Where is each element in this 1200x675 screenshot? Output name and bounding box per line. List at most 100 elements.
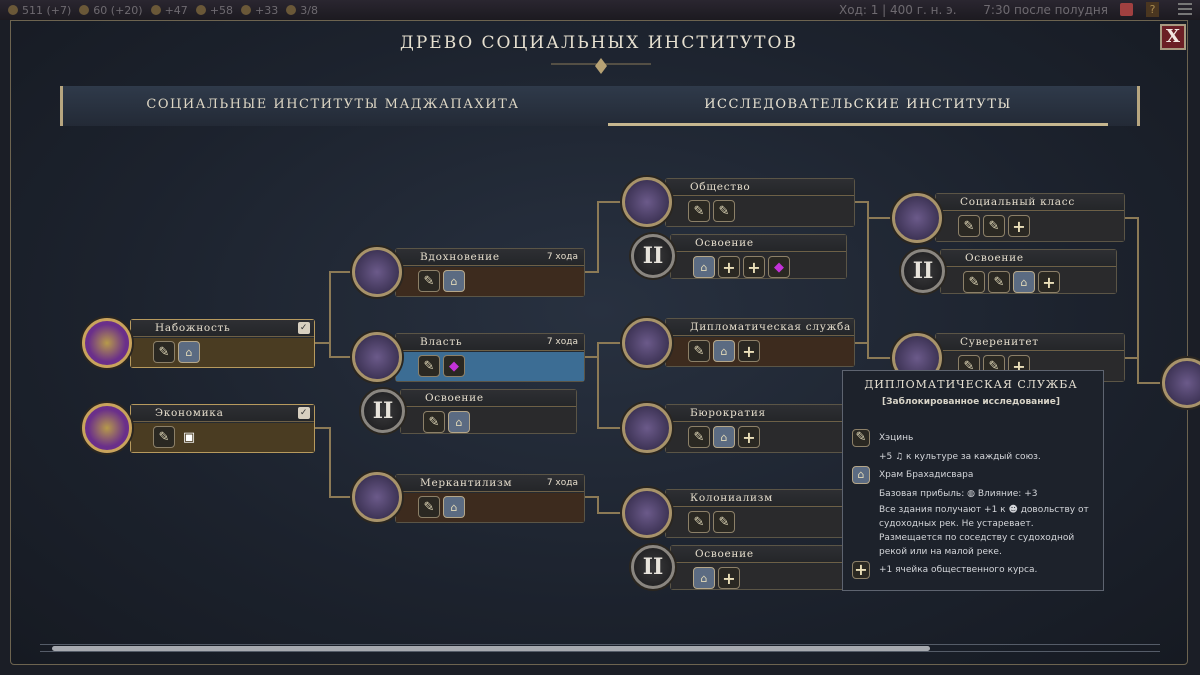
building-icon[interactable]: ⌂	[443, 496, 465, 518]
building-icon[interactable]: ⌂	[693, 256, 715, 278]
quill-icon[interactable]: ✎	[688, 426, 710, 448]
quill-icon[interactable]: ✎	[963, 271, 985, 293]
node-header: Суверенитет	[936, 334, 1124, 351]
building-icon[interactable]: ⌂	[178, 341, 200, 363]
quill-icon[interactable]: ✎	[688, 340, 710, 362]
node-card[interactable]: Освоение⌂+	[670, 545, 847, 590]
building-icon[interactable]: ⌂	[713, 426, 735, 448]
menu-icon[interactable]	[1178, 3, 1192, 15]
node-card[interactable]: Социальный класс✎✎+	[935, 193, 1125, 242]
quill-icon[interactable]: ✎	[153, 341, 175, 363]
quill-icon[interactable]: ✎	[688, 200, 710, 222]
node-rewards: ✎⌂	[396, 493, 584, 522]
node-emblem-icon[interactable]	[352, 247, 402, 297]
horizontal-scrollbar[interactable]	[40, 644, 1160, 652]
resource-value: +58	[209, 3, 234, 17]
treasury-icon[interactable]: ▣	[182, 429, 196, 445]
node-emblem-icon[interactable]	[622, 177, 672, 227]
resource-value: +47	[164, 3, 188, 17]
plus-icon[interactable]: +	[718, 567, 740, 589]
node-rewards: ✎✎	[666, 508, 854, 537]
building-icon[interactable]: ⌂	[443, 270, 465, 292]
node-card[interactable]: Освоение ✎⌂	[400, 389, 577, 434]
quill-icon[interactable]: ✎	[153, 426, 175, 448]
plus-icon[interactable]: +	[718, 256, 740, 278]
node-emblem-icon[interactable]	[622, 403, 672, 453]
node-title: Меркантилизм	[420, 477, 513, 489]
tooltip-row-text: +1 ячейка общественного курса.	[879, 565, 1038, 575]
quill-icon[interactable]: ✎	[713, 200, 735, 222]
turn-label: Ход: 1 | 400 г. н. э.	[839, 3, 957, 17]
node-turns: 7 хода	[546, 478, 578, 488]
quill-icon[interactable]: ✎	[423, 411, 445, 433]
node-rewards: ✎✎⌂+	[941, 268, 1116, 293]
node-header: Колониализм	[666, 490, 854, 507]
node-card[interactable]: Освоение⌂++◆	[670, 234, 847, 279]
building-icon[interactable]: ⌂	[1013, 271, 1035, 293]
node-rewards: ✎✎+	[936, 212, 1124, 241]
node-emblem-icon[interactable]	[352, 332, 402, 382]
tab-research-institutions[interactable]: ИССЛЕДОВАТЕЛЬСКИЕ ИНСТИТУТЫ	[608, 86, 1108, 126]
node-emblem-icon[interactable]	[352, 472, 402, 522]
close-button[interactable]: X	[1160, 24, 1186, 50]
quill-icon: ✎	[852, 429, 870, 447]
node-emblem-icon[interactable]	[892, 193, 942, 243]
checkmark-icon: ✓	[298, 322, 310, 334]
node-emblem-icon[interactable]	[82, 403, 132, 453]
node-card[interactable]: Дипломатическая служба✎⌂+	[665, 318, 855, 367]
node-card[interactable]: Экономика✓✎▣	[130, 404, 315, 453]
node-header: Бюрократия	[666, 405, 854, 422]
plus-icon[interactable]: +	[1008, 215, 1030, 237]
node-card[interactable]: Набожность✓ ✎⌂	[130, 319, 315, 368]
quill-icon[interactable]: ✎	[418, 270, 440, 292]
node-rewards: ✎✎	[666, 197, 854, 226]
plus-icon[interactable]: +	[738, 340, 760, 362]
node-header: Освоение	[671, 546, 846, 563]
building-icon[interactable]: ⌂	[448, 411, 470, 433]
quill-icon[interactable]: ✎	[418, 496, 440, 518]
quill-icon[interactable]: ✎	[983, 215, 1005, 237]
gem-icon[interactable]: ◆	[768, 256, 790, 278]
resource-gold: 511 (+7)	[8, 4, 71, 17]
resource-value: +33	[255, 3, 279, 17]
node-card[interactable]: Колониализм ✎✎	[665, 489, 855, 538]
quill-icon[interactable]: ✎	[958, 215, 980, 237]
quill-icon[interactable]: ✎	[713, 511, 735, 533]
node-header: Набожность✓	[131, 320, 314, 337]
quill-icon[interactable]: ✎	[418, 355, 440, 377]
node-emblem-icon[interactable]	[622, 318, 672, 368]
building-icon[interactable]: ⌂	[693, 567, 715, 589]
node-card[interactable]: Освоение✎✎⌂+	[940, 249, 1117, 294]
node-card[interactable]: Бюрократия ✎⌂+	[665, 404, 855, 453]
plus-icon[interactable]: +	[738, 426, 760, 448]
node-rewards: ⌂+	[671, 564, 846, 589]
node-title: Освоение	[695, 237, 754, 249]
building-icon[interactable]: ⌂	[713, 340, 735, 362]
node-title: Колониализм	[690, 492, 773, 504]
turn-info: Ход: 1 | 400 г. н. э. 7:30 после полудня	[839, 3, 1108, 17]
locked-node-partial[interactable]	[1162, 358, 1200, 408]
node-title: Освоение	[425, 392, 484, 404]
plus-icon[interactable]: +	[743, 256, 765, 278]
quill-icon[interactable]: ✎	[988, 271, 1010, 293]
notification-icon[interactable]	[1120, 3, 1133, 16]
tooltip-row: Базовая прибыль: ◍ Влияние: +3	[879, 489, 1038, 499]
tab-majapahit-institutions[interactable]: СОЦИАЛЬНЫЕ ИНСТИТУТЫ МАДЖАПАХИТА	[146, 97, 520, 112]
mastery-badge: II	[901, 249, 945, 293]
help-button[interactable]: ?	[1146, 2, 1159, 17]
gem-icon[interactable]: ◆	[443, 355, 465, 377]
scrollbar-thumb[interactable]	[52, 646, 930, 651]
node-card[interactable]: Меркантилизм 7 хода ✎⌂	[395, 474, 585, 523]
quill-icon[interactable]: ✎	[688, 511, 710, 533]
node-rewards: ✎▣	[131, 423, 314, 452]
plus-icon[interactable]: +	[1038, 271, 1060, 293]
node-emblem-icon[interactable]	[82, 318, 132, 368]
node-title: Бюрократия	[690, 407, 766, 419]
tooltip-row-quill: ✎ Хэцинь	[843, 429, 1099, 448]
node-card[interactable]: Общество✎✎	[665, 178, 855, 227]
node-emblem-icon[interactable]	[622, 488, 672, 538]
